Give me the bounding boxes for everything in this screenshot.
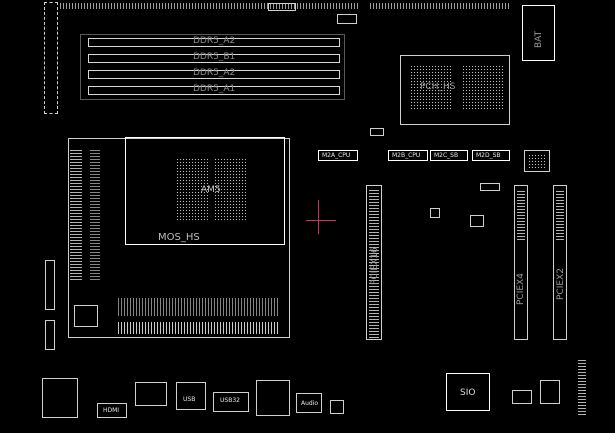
bottom-chip-right (512, 390, 532, 404)
dimm-area (80, 34, 345, 100)
mid-chip-3 (480, 183, 500, 191)
vrm-left-chokes (70, 150, 82, 280)
rear-io-audio[interactable] (296, 393, 322, 413)
socket-label: AM5 (201, 185, 221, 195)
usb-label: USB (183, 396, 196, 403)
bottom-square (330, 400, 344, 414)
top-connector-strip-right (370, 3, 510, 9)
mid-chip-2 (470, 215, 484, 227)
sio-label: SIO (460, 388, 476, 398)
m2d-label: M2D_SB (476, 152, 501, 159)
m2c-box[interactable] (430, 150, 468, 161)
m2b-label: M2B_CPU (392, 152, 421, 159)
dimm-label-1: DDR5_A2 (193, 36, 236, 46)
bottom-chip-right-2 (540, 380, 560, 404)
vrm-label: MOS_HS (158, 232, 200, 243)
m2a-label: M2A_CPU (322, 152, 351, 159)
pciex2-slot[interactable] (553, 185, 567, 340)
mid-chip-1 (430, 208, 440, 218)
left-header (45, 260, 55, 310)
chipset-die-left (410, 65, 452, 110)
chipset-outline[interactable] (400, 55, 510, 125)
pciex4-pins (517, 190, 525, 240)
pciex2-pins (556, 190, 564, 240)
rear-io-usb[interactable] (176, 382, 206, 410)
chipset-die-right (462, 65, 504, 110)
top-connector-strip (60, 3, 360, 9)
pciex16-label: PCIEX16 (370, 247, 380, 285)
rear-io-usb32[interactable] (213, 392, 249, 412)
cursor-crosshair-horizontal (306, 220, 336, 221)
m2d-box[interactable] (472, 150, 510, 161)
pciex16-slot[interactable] (366, 185, 382, 340)
right-chip-die (528, 154, 546, 168)
vrm-area (68, 138, 290, 338)
rear-io-port-2[interactable] (135, 382, 167, 406)
cursor-crosshair-vertical (318, 200, 319, 234)
left-component-column (44, 2, 58, 114)
chipset-label: PCH_HS (420, 82, 456, 92)
rear-io-usb-stack[interactable] (42, 378, 78, 418)
dimm-slot-3[interactable] (88, 70, 340, 79)
top-chip-2 (268, 3, 296, 11)
cpu-die-right (214, 158, 246, 222)
mid-chip-4 (370, 128, 384, 136)
vrm-controller (74, 305, 98, 327)
rear-io-lan[interactable] (256, 380, 290, 416)
rear-io-hdmi[interactable] (97, 403, 127, 418)
dimm-label-3: DDR5_A2 (193, 68, 236, 78)
vrm-left-chokes-2 (90, 150, 100, 280)
usb32-label: USB32 (220, 397, 240, 404)
dimm-slot-1[interactable] (88, 38, 340, 47)
sio-chip[interactable] (446, 373, 490, 411)
top-chip (337, 14, 357, 24)
pciex4-slot[interactable] (514, 185, 528, 340)
battery-outline[interactable] (522, 5, 555, 61)
left-header-2 (45, 320, 55, 350)
dimm-label-2: DDR5_B1 (193, 52, 236, 62)
dimm-slot-4[interactable] (88, 86, 340, 95)
vrm-bottom-mosfets (118, 322, 278, 334)
cpu-die-left (176, 158, 208, 222)
right-chip (524, 150, 550, 172)
battery-label: BAT (534, 30, 544, 48)
pciex2-label: PCIEX2 (556, 268, 566, 300)
dimm-label-4: DDR5_A1 (193, 84, 236, 94)
pciex4-label: PCIEX4 (516, 273, 526, 305)
cpu-socket[interactable] (125, 137, 285, 245)
right-header (578, 360, 586, 415)
m2a-box[interactable] (318, 150, 358, 161)
dimm-slot-2[interactable] (88, 54, 340, 63)
m2b-box[interactable] (388, 150, 428, 161)
audio-label: Audio (301, 400, 319, 407)
vrm-bottom-chokes (118, 298, 278, 316)
pciex16-pins (369, 188, 379, 338)
hdmi-label: HDMI (103, 407, 120, 414)
m2c-label: M2C_SB (434, 152, 459, 159)
